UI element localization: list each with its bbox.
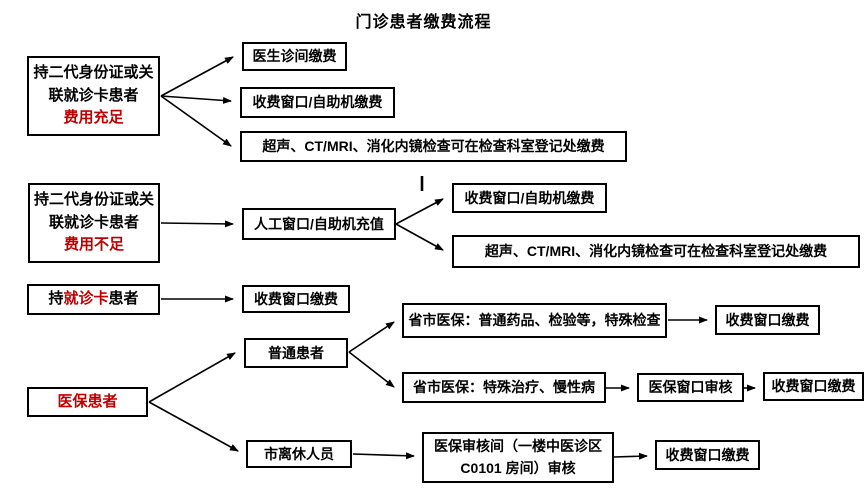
node-text: 医生诊间缴费: [252, 48, 337, 64]
arrow-b2-b3: [395, 198, 444, 225]
node-insurance-window-review: 医保窗口审核: [637, 373, 744, 402]
node-doctor-office-payment: 医生诊间缴费: [242, 42, 347, 71]
arrow-a1-a2: [160, 56, 234, 97]
node-cashier-window-payment-4: 收费窗口缴费: [655, 440, 760, 470]
node-text: 医保审核间（一楼中医诊区: [434, 437, 602, 454]
node-text: 收费窗口缴费: [254, 290, 338, 307]
node-text: 医保窗口审核: [648, 379, 733, 395]
node-patient-idcard-sufficient: 持二代身份证或关 联就诊卡患者 费用充足: [27, 56, 160, 136]
arrow-a1-a3: [160, 95, 232, 104]
node-cashier-window-payment: 收费窗口缴费: [242, 285, 350, 313]
node-text: 省市医保：普通药品、检验等，特殊检查: [408, 312, 661, 328]
arrow-d2-d6: [348, 351, 395, 388]
node-text: 持二代身份证或关: [34, 191, 155, 209]
node-text: 普通患者: [268, 344, 324, 361]
node-text: 联就诊卡患者: [48, 213, 139, 231]
node-text: 收费窗口/自助机缴费: [252, 94, 383, 110]
node-text: C0101 房间）审核: [460, 459, 576, 476]
node-text: 收费窗口缴费: [771, 378, 856, 394]
node-text: 超声、CT/MRI、消化内镜检查可在检查科室登记处缴费: [262, 138, 605, 154]
arrow-d9-d10: [613, 452, 648, 460]
node-exam-dept-registration-payment: 超声、CT/MRI、消化内镜检查可在检查科室登记处缴费: [240, 131, 627, 162]
node-text: 超声、CT/MRI、消化内镜检查可在检查科室登记处缴费: [484, 243, 828, 259]
node-insurance-patient: 医保患者: [27, 387, 148, 417]
node-insurance-special-treatment: 省市医保：特殊治疗、慢性病: [402, 372, 606, 403]
node-text: 市离休人员: [264, 445, 334, 462]
node-cashier-selfservice-payment-2: 收费窗口/自助机缴费: [452, 183, 607, 213]
node-text: 患者: [108, 290, 139, 308]
arrow-b2-b4: [395, 223, 444, 251]
node-cashier-selfservice-payment: 收费窗口/自助机缴费: [240, 87, 395, 118]
node-ordinary-patient: 普通患者: [244, 338, 348, 368]
node-cashier-window-payment-3: 收费窗口缴费: [763, 372, 864, 401]
node-patient-idcard-insufficient: 持二代身份证或关 联就诊卡患者 费用不足: [28, 183, 160, 263]
arrow-d1-d2: [148, 352, 236, 403]
node-text: 持二代身份证或关: [33, 64, 154, 82]
node-manual-window-recharge: 人工窗口/自助机充值: [242, 208, 396, 240]
node-cashier-window-payment-2: 收费窗口缴费: [715, 305, 820, 335]
node-text-highlight: 就诊卡: [63, 290, 109, 308]
page-title: 门诊患者缴费流程: [355, 14, 492, 31]
node-exam-dept-registration-payment-2: 超声、CT/MRI、消化内镜检查可在检查科室登记处缴费: [452, 235, 860, 268]
arrow-d2-d4: [348, 321, 395, 353]
arrow-d1-d3: [148, 401, 239, 452]
node-text: 持: [48, 290, 64, 308]
node-text: 联就诊卡患者: [48, 86, 139, 104]
node-text: 收费窗口缴费: [665, 446, 750, 463]
node-text-highlight: 费用充足: [63, 109, 124, 127]
node-text: 收费窗口缴费: [725, 311, 810, 328]
node-insurance-general-items: 省市医保：普通药品、检验等，特殊检查: [402, 303, 667, 338]
node-patient-visit-card: 持就诊卡患者: [27, 284, 160, 315]
node-text-highlight: 医保患者: [57, 392, 118, 410]
node-text: 省市医保：特殊治疗、慢性病: [413, 379, 595, 395]
arrow-d3-d9: [352, 452, 415, 460]
arrow-b1-b2: [160, 220, 234, 228]
node-retired-cadre: 市离休人员: [246, 440, 352, 468]
arrow-a1-a4: [160, 95, 232, 147]
node-text: 收费窗口/自助机缴费: [464, 189, 595, 206]
node-insurance-review-room: 医保审核间（一楼中医诊区 C0101 房间）审核: [422, 432, 614, 483]
node-text: 持就诊卡患者: [48, 288, 138, 311]
node-text-highlight: 费用不足: [63, 236, 124, 254]
node-text: 人工窗口/自助机充值: [254, 215, 384, 232]
